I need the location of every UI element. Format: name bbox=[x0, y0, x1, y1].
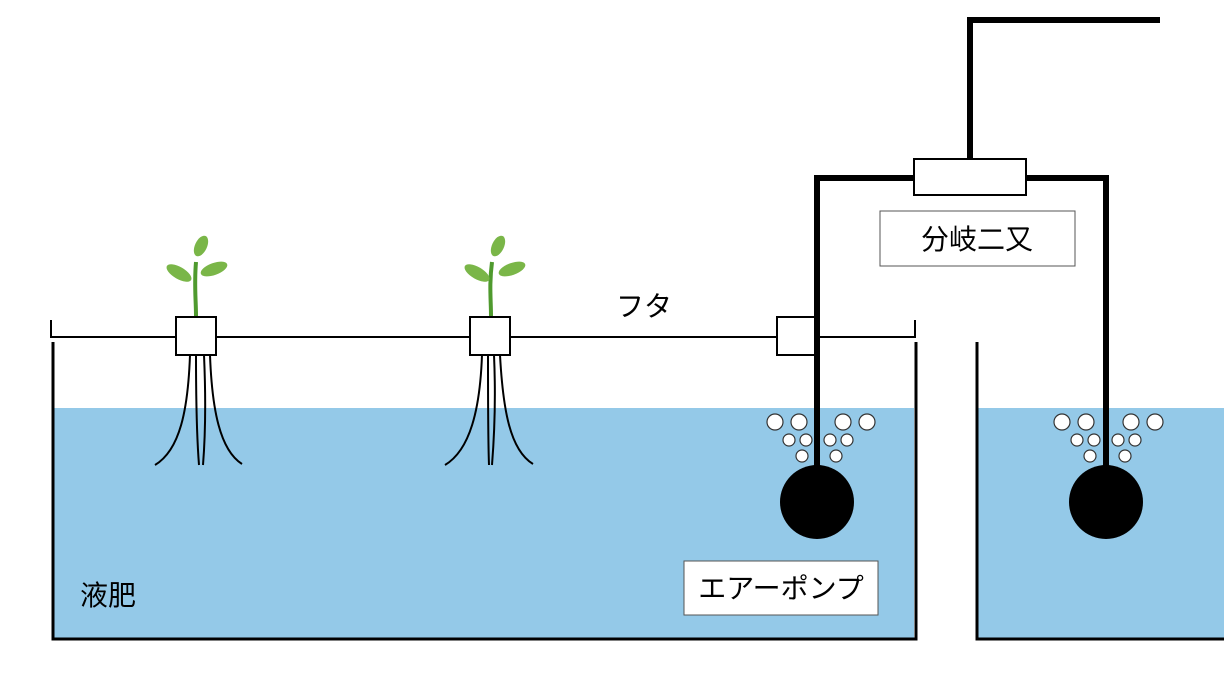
plant-2-roots bbox=[444, 354, 534, 466]
splitter-label: 分岐二又 bbox=[921, 223, 1033, 256]
bubbles-left bbox=[766, 413, 876, 463]
plant-1 bbox=[154, 235, 243, 466]
tube-inlet-holder bbox=[776, 316, 818, 356]
plant-2-holder bbox=[469, 316, 511, 356]
air-stone-right bbox=[1069, 465, 1143, 539]
lid-label: フタ bbox=[616, 290, 672, 323]
splitter-label-box bbox=[879, 210, 1076, 267]
air-pump-label: エアーポンプ bbox=[698, 572, 863, 605]
plant-1-roots bbox=[154, 354, 243, 466]
nutrient-solution-label: 液肥 bbox=[80, 579, 136, 612]
splitter-connector bbox=[913, 158, 1027, 196]
left-tank-wall bbox=[51, 342, 918, 641]
air-tube bbox=[814, 17, 1160, 470]
bubbles-right bbox=[1053, 413, 1164, 463]
air-stone-left bbox=[780, 465, 854, 539]
plant-1-holder bbox=[175, 316, 217, 356]
plant-2-seedling bbox=[464, 235, 526, 317]
air-pump-label-box bbox=[683, 560, 879, 616]
plant-1-seedling bbox=[166, 235, 228, 317]
plant-2 bbox=[444, 235, 534, 466]
right-tank-wall bbox=[975, 342, 1224, 641]
